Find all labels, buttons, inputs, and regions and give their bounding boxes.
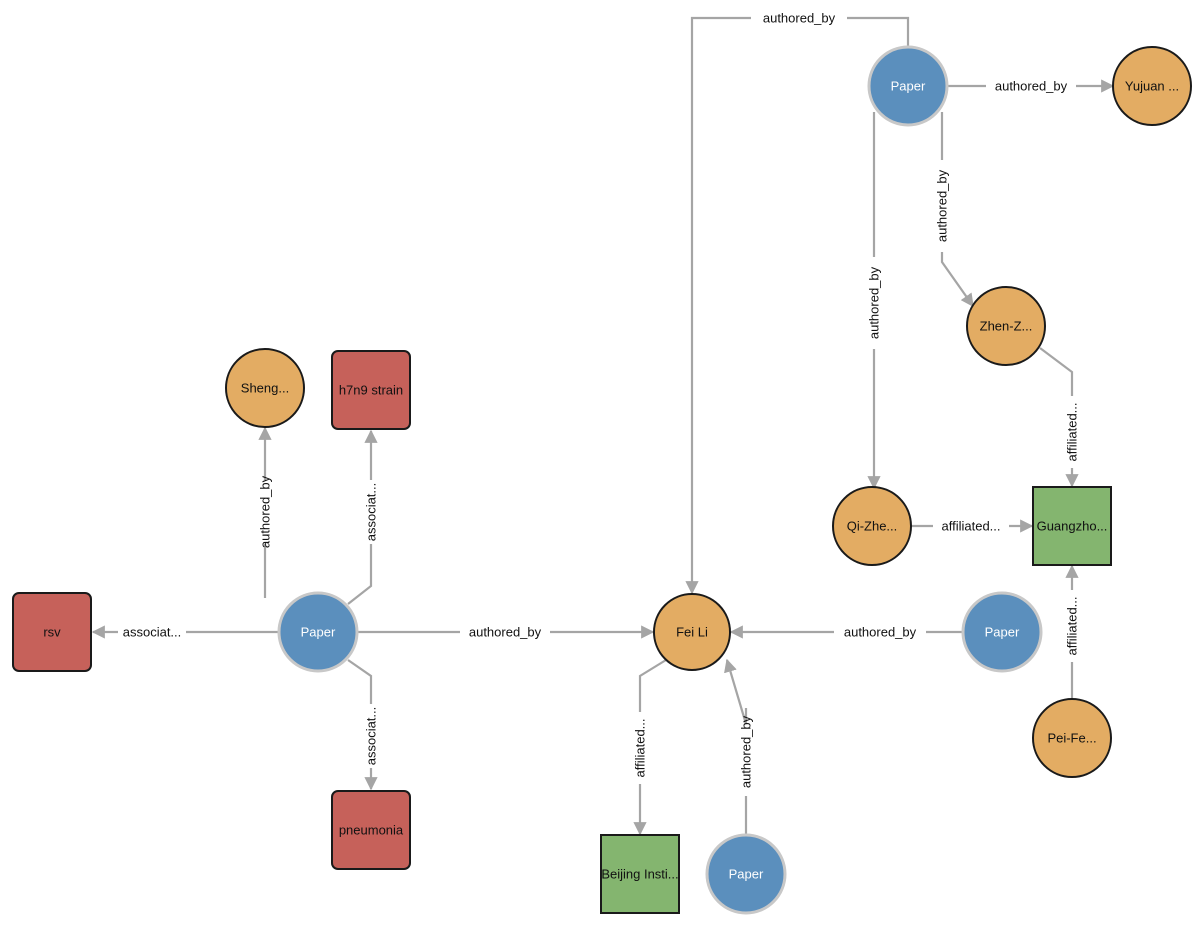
edge-line bbox=[1039, 347, 1074, 396]
node-label: Paper bbox=[891, 79, 926, 94]
edge-label: authored_by bbox=[935, 169, 950, 242]
edge-line bbox=[638, 659, 667, 712]
node-beijing[interactable]: Beijing Insti... bbox=[600, 834, 680, 914]
edge-label: affiliated... bbox=[1065, 596, 1080, 655]
edge-line-arrow bbox=[685, 16, 751, 595]
edge-label: authored_by bbox=[763, 11, 836, 26]
edge-label: associat... bbox=[123, 625, 182, 640]
edge-layer: authored_by associat... associat... associa… bbox=[91, 11, 1115, 836]
edge-label: associat... bbox=[364, 707, 379, 766]
edge-line bbox=[347, 544, 373, 605]
edge-line bbox=[847, 16, 910, 47]
edge-line bbox=[347, 659, 373, 704]
node-paper_center[interactable]: Paper bbox=[277, 591, 359, 673]
node-sheng[interactable]: Sheng... bbox=[225, 348, 305, 428]
edge-label: affiliated... bbox=[1065, 402, 1080, 461]
node-guangzho[interactable]: Guangzho... bbox=[1032, 486, 1112, 566]
node-feili[interactable]: Fei Li bbox=[653, 593, 731, 671]
edge-line-arrow bbox=[940, 252, 974, 308]
edge-paper_center-to-h7n9[interactable]: associat... bbox=[347, 429, 379, 605]
edge-paper_right-to-feili[interactable]: authored_by bbox=[729, 625, 963, 640]
node-label: Qi-Zhe... bbox=[847, 519, 898, 534]
node-label: Guangzho... bbox=[1037, 519, 1108, 534]
edge-zhenz-to-guangzho[interactable]: affiliated... bbox=[1039, 347, 1080, 488]
disease-node-box[interactable] bbox=[12, 592, 92, 672]
institution-node-box[interactable] bbox=[1032, 486, 1112, 566]
person-node-circle[interactable] bbox=[966, 286, 1046, 366]
edge-label: associat... bbox=[364, 483, 379, 542]
edge-paper_center-to-sheng[interactable]: authored_by bbox=[258, 426, 273, 598]
person-node-circle[interactable] bbox=[1112, 46, 1192, 126]
node-label: Paper bbox=[985, 625, 1020, 640]
person-node-circle[interactable] bbox=[225, 348, 305, 428]
node-paper_bottom[interactable]: Paper bbox=[705, 833, 787, 915]
disease-node-box[interactable] bbox=[331, 350, 411, 430]
edge-label: authored_by bbox=[739, 715, 754, 788]
edge-label: authored_by bbox=[469, 625, 542, 640]
edge-label: authored_by bbox=[995, 79, 1068, 94]
paper-node-circle[interactable] bbox=[705, 833, 787, 915]
edge-feili-to-beijing[interactable]: affiliated... bbox=[633, 659, 667, 836]
edge-paper_center-to-pneumonia[interactable]: associat... bbox=[347, 659, 379, 791]
node-label: h7n9 strain bbox=[339, 383, 403, 398]
node-paper_right[interactable]: Paper bbox=[961, 591, 1043, 673]
node-label: Yujuan ... bbox=[1125, 79, 1179, 94]
node-peife[interactable]: Pei-Fe... bbox=[1032, 698, 1112, 778]
edge-paper_top-to-qizhe[interactable]: authored_by bbox=[867, 112, 882, 490]
edge-paper_top-to-yujuan[interactable]: authored_by bbox=[947, 79, 1115, 94]
node-paper_top[interactable]: Paper bbox=[867, 45, 949, 127]
node-label: Paper bbox=[729, 867, 764, 882]
edge-paper_top-to-feili[interactable]: authored_by bbox=[685, 11, 910, 595]
paper-node-circle[interactable] bbox=[867, 45, 949, 127]
person-node-circle[interactable] bbox=[653, 593, 731, 671]
edge-label: authored_by bbox=[258, 475, 273, 548]
institution-node-box[interactable] bbox=[600, 834, 680, 914]
edge-label: affiliated... bbox=[941, 519, 1000, 534]
person-node-circle[interactable] bbox=[832, 486, 912, 566]
node-label: Paper bbox=[301, 625, 336, 640]
node-pneumonia[interactable]: pneumonia bbox=[331, 790, 411, 870]
node-label: rsv bbox=[43, 625, 61, 640]
node-label: Beijing Insti... bbox=[601, 867, 678, 882]
edge-qizhe-to-guangzho[interactable]: affiliated... bbox=[911, 519, 1034, 534]
node-label: Sheng... bbox=[241, 381, 289, 396]
node-label: Zhen-Z... bbox=[980, 319, 1033, 334]
person-node-circle[interactable] bbox=[1032, 698, 1112, 778]
node-label: Pei-Fe... bbox=[1047, 731, 1096, 746]
edge-line-arrow bbox=[724, 658, 748, 725]
edge-label: authored_by bbox=[844, 625, 917, 640]
node-label: Fei Li bbox=[676, 625, 708, 640]
paper-node-circle[interactable] bbox=[277, 591, 359, 673]
node-zhenz[interactable]: Zhen-Z... bbox=[966, 286, 1046, 366]
node-label: pneumonia bbox=[339, 823, 404, 838]
paper-node-circle[interactable] bbox=[961, 591, 1043, 673]
node-rsv[interactable]: rsv bbox=[12, 592, 92, 672]
edge-paper_top-to-zhenz[interactable]: authored_by bbox=[935, 112, 974, 308]
node-qizhe[interactable]: Qi-Zhe... bbox=[832, 486, 912, 566]
disease-node-box[interactable] bbox=[331, 790, 411, 870]
edge-label: authored_by bbox=[867, 266, 882, 339]
edge-peife-to-guangzho[interactable]: affiliated... bbox=[1065, 564, 1080, 699]
edge-paper_center-to-feili[interactable]: authored_by bbox=[357, 625, 655, 640]
node-h7n9[interactable]: h7n9 strain bbox=[331, 350, 411, 430]
edge-paper_bottom-to-feili[interactable]: authored_by bbox=[724, 658, 754, 835]
node-yujuan[interactable]: Yujuan ... bbox=[1112, 46, 1192, 126]
edge-paper_center-to-rsv[interactable]: associat... bbox=[91, 625, 279, 640]
edge-label: affiliated... bbox=[633, 718, 648, 777]
